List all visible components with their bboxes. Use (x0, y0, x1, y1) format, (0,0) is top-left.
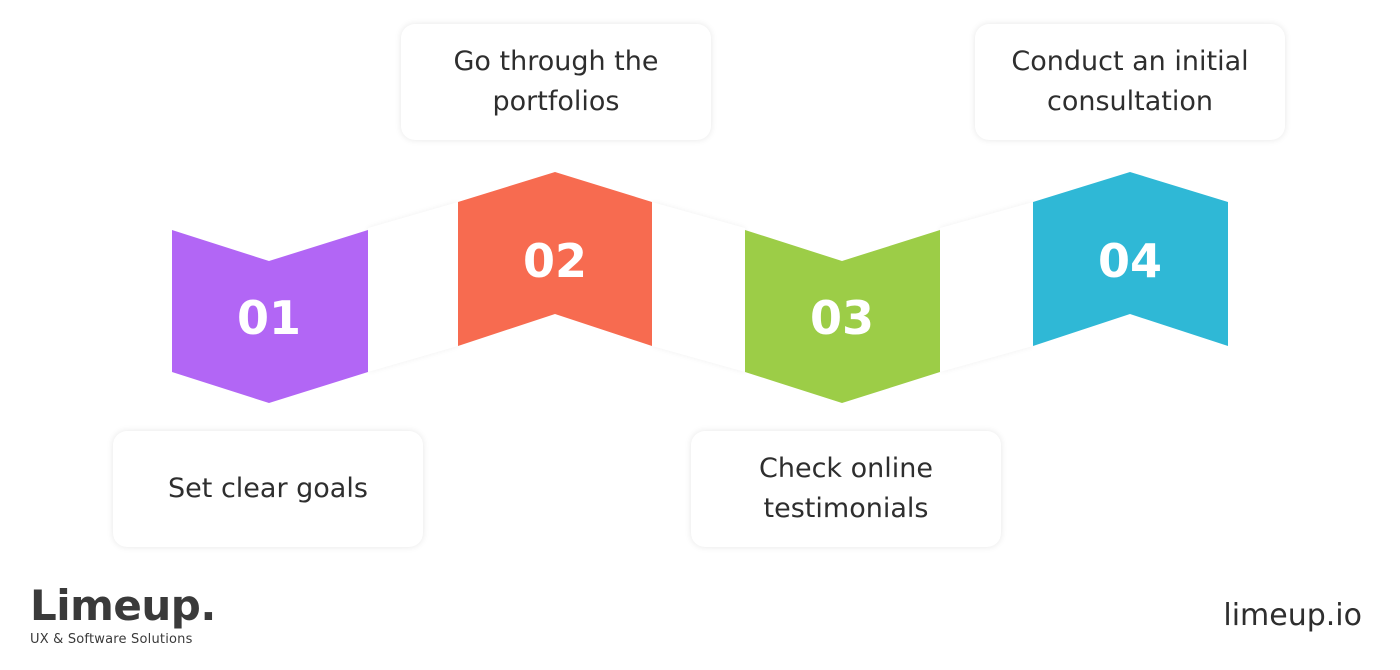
step-4-block (1033, 172, 1228, 346)
step-3-number: 03 (809, 291, 874, 345)
site-url: limeup.io (1223, 598, 1362, 633)
step-3-block (745, 230, 940, 403)
step-2-number: 02 (522, 234, 587, 288)
brand-tagline: UX & Software Solutions (30, 632, 193, 647)
step-2-label-card: Go through the portfolios (401, 24, 711, 140)
step-1-number: 01 (236, 291, 301, 345)
step-2-label: Go through the portfolios (453, 46, 659, 117)
step-4-label-card: Conduct an initial consultation (975, 24, 1285, 140)
step-1-label-card: Set clear goals (113, 431, 423, 547)
step-1-label: Set clear goals (168, 473, 368, 504)
step-3-label-card: Check online testimonials (691, 431, 1001, 547)
step-4-number: 04 (1097, 234, 1162, 288)
step-1-block (172, 230, 368, 403)
step-3-label: Check online testimonials (759, 453, 933, 524)
step-2-block (458, 172, 652, 346)
brand-logo: Limeup. UX & Software Solutions (30, 581, 216, 648)
step-4-label: Conduct an initial consultation (1011, 46, 1249, 117)
connector-bands (368, 202, 1033, 372)
brand-name: Limeup. (30, 581, 216, 630)
